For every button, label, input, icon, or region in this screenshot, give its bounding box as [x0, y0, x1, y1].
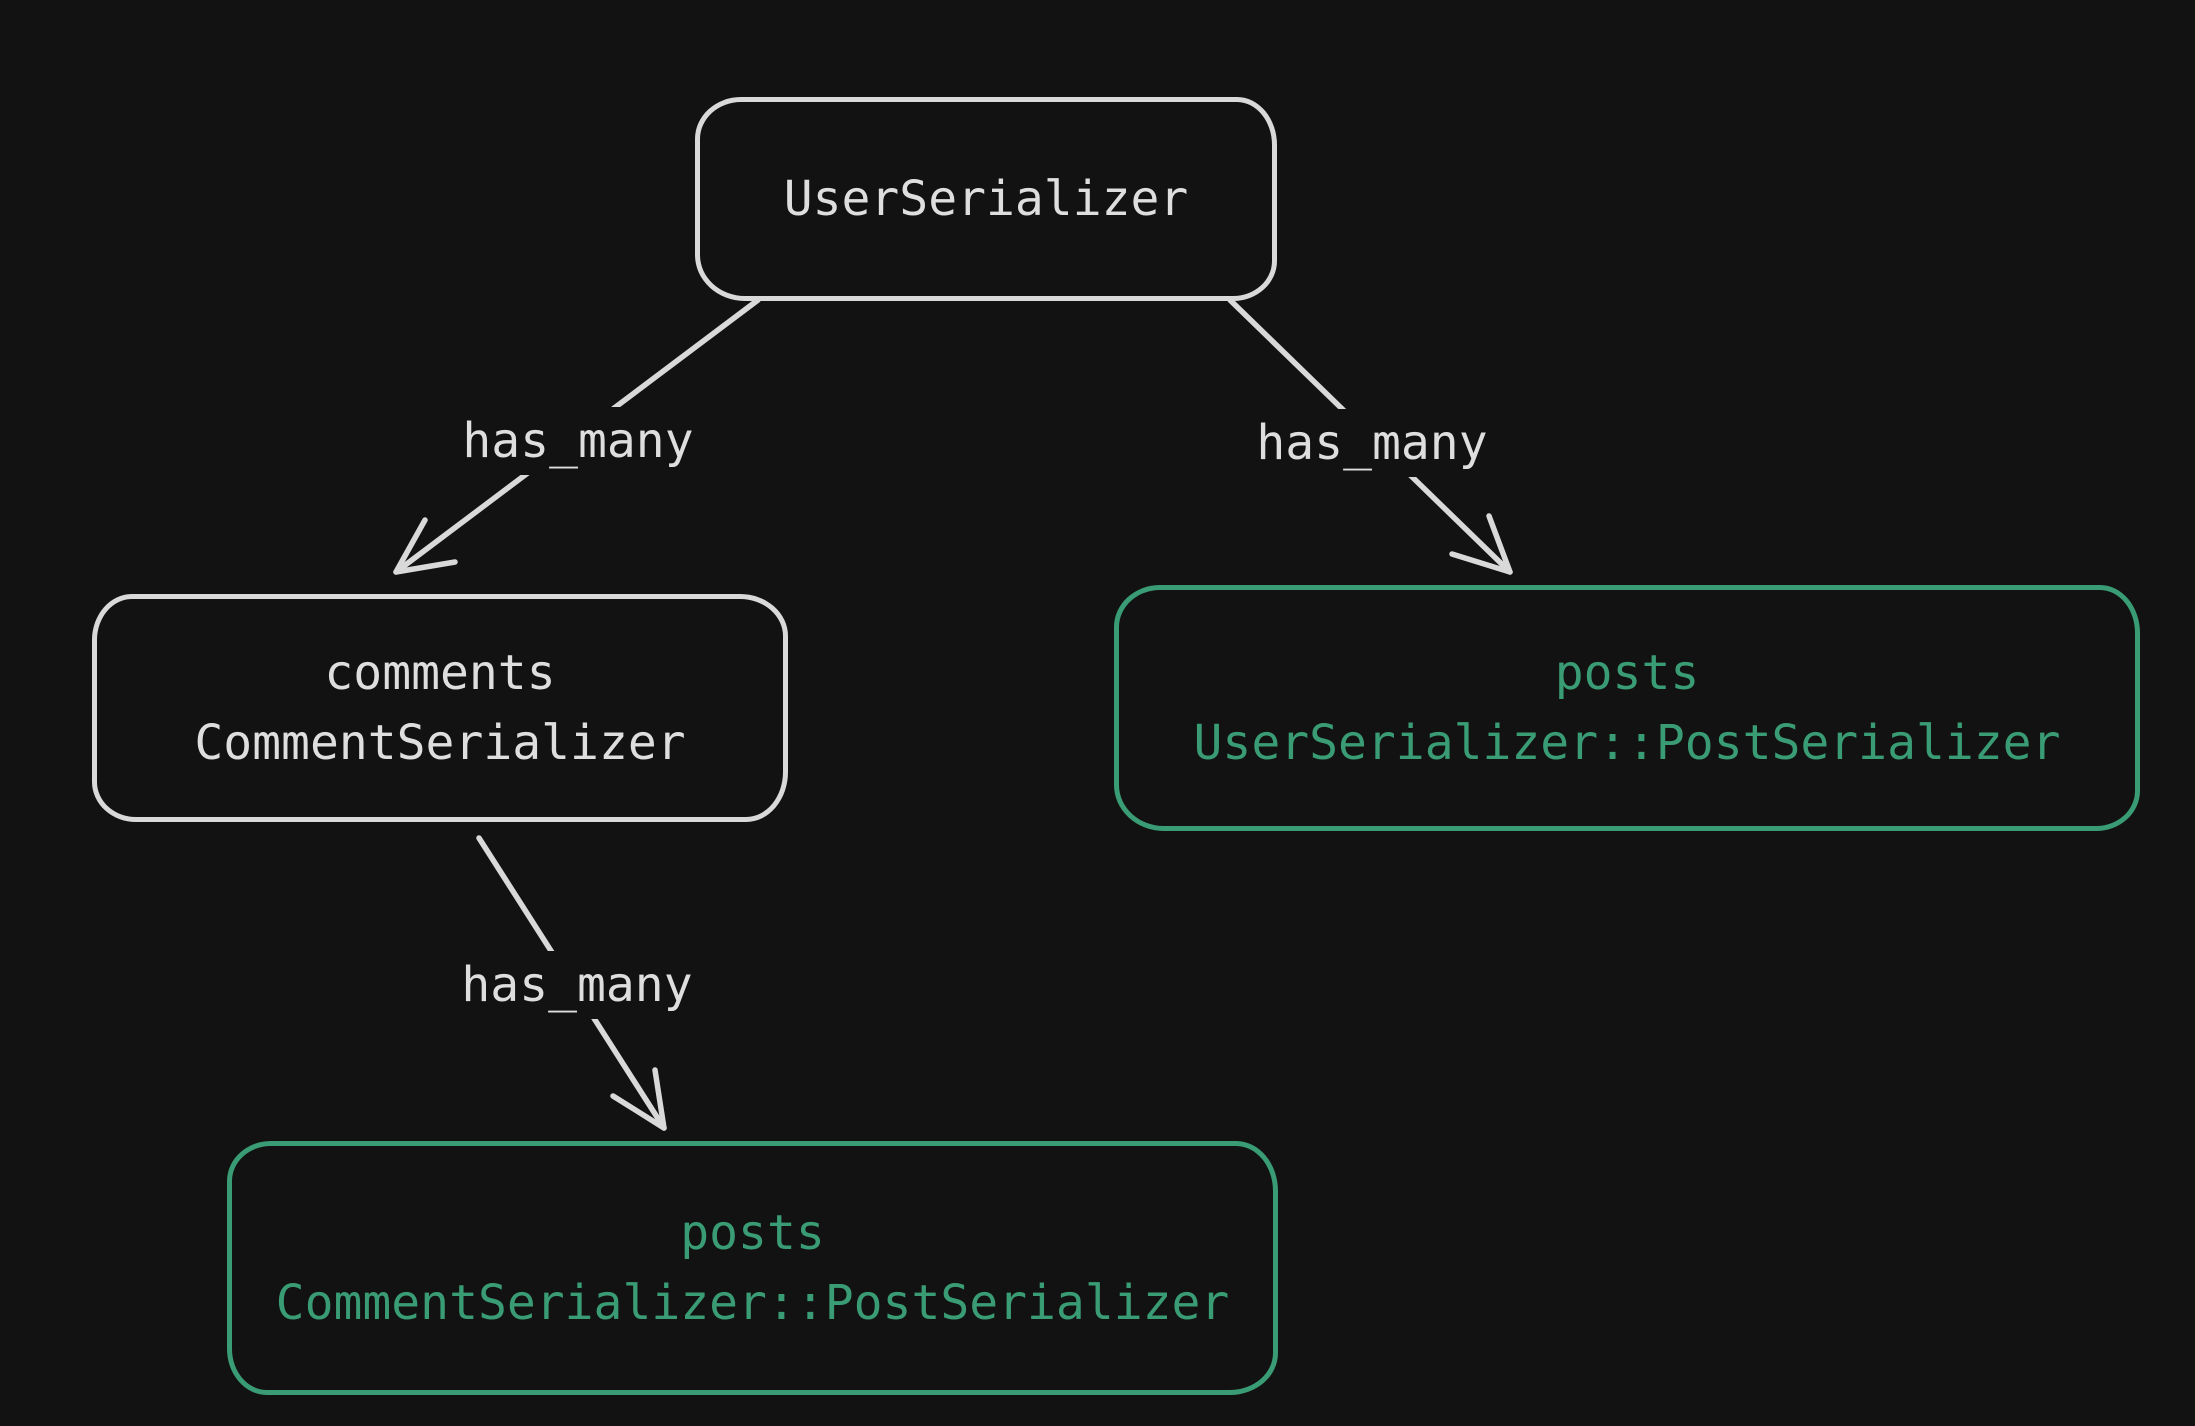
edge-user-to-posts-user-arrowhead: [1449, 513, 1513, 575]
node-posts-comment-association: posts: [680, 1205, 825, 1261]
node-comments-class: CommentSerializer: [194, 715, 686, 771]
edge-label-has-many-right: has_many: [1240, 409, 1504, 477]
edge-user-to-comments-arrowhead: [393, 517, 458, 575]
node-user-serializer: UserSerializer: [695, 97, 1277, 301]
edge-label-has-many-left: has_many: [446, 407, 710, 475]
node-posts-comment-class: CommentSerializer::PostSerializer: [275, 1275, 1230, 1331]
edge-label-has-many-bottom: has_many: [445, 951, 709, 1019]
node-posts-user-serializer: posts UserSerializer::PostSerializer: [1114, 585, 2140, 831]
node-comments-serializer: comments CommentSerializer: [92, 594, 788, 822]
node-user-serializer-label: UserSerializer: [783, 171, 1189, 227]
node-posts-user-class: UserSerializer::PostSerializer: [1193, 715, 2061, 771]
node-posts-user-association: posts: [1554, 645, 1700, 701]
node-comments-association: comments: [324, 645, 556, 701]
edge-comments-to-posts-comment-arrowhead: [610, 1067, 667, 1131]
node-posts-comment-serializer: posts CommentSerializer::PostSerializer: [227, 1141, 1278, 1395]
